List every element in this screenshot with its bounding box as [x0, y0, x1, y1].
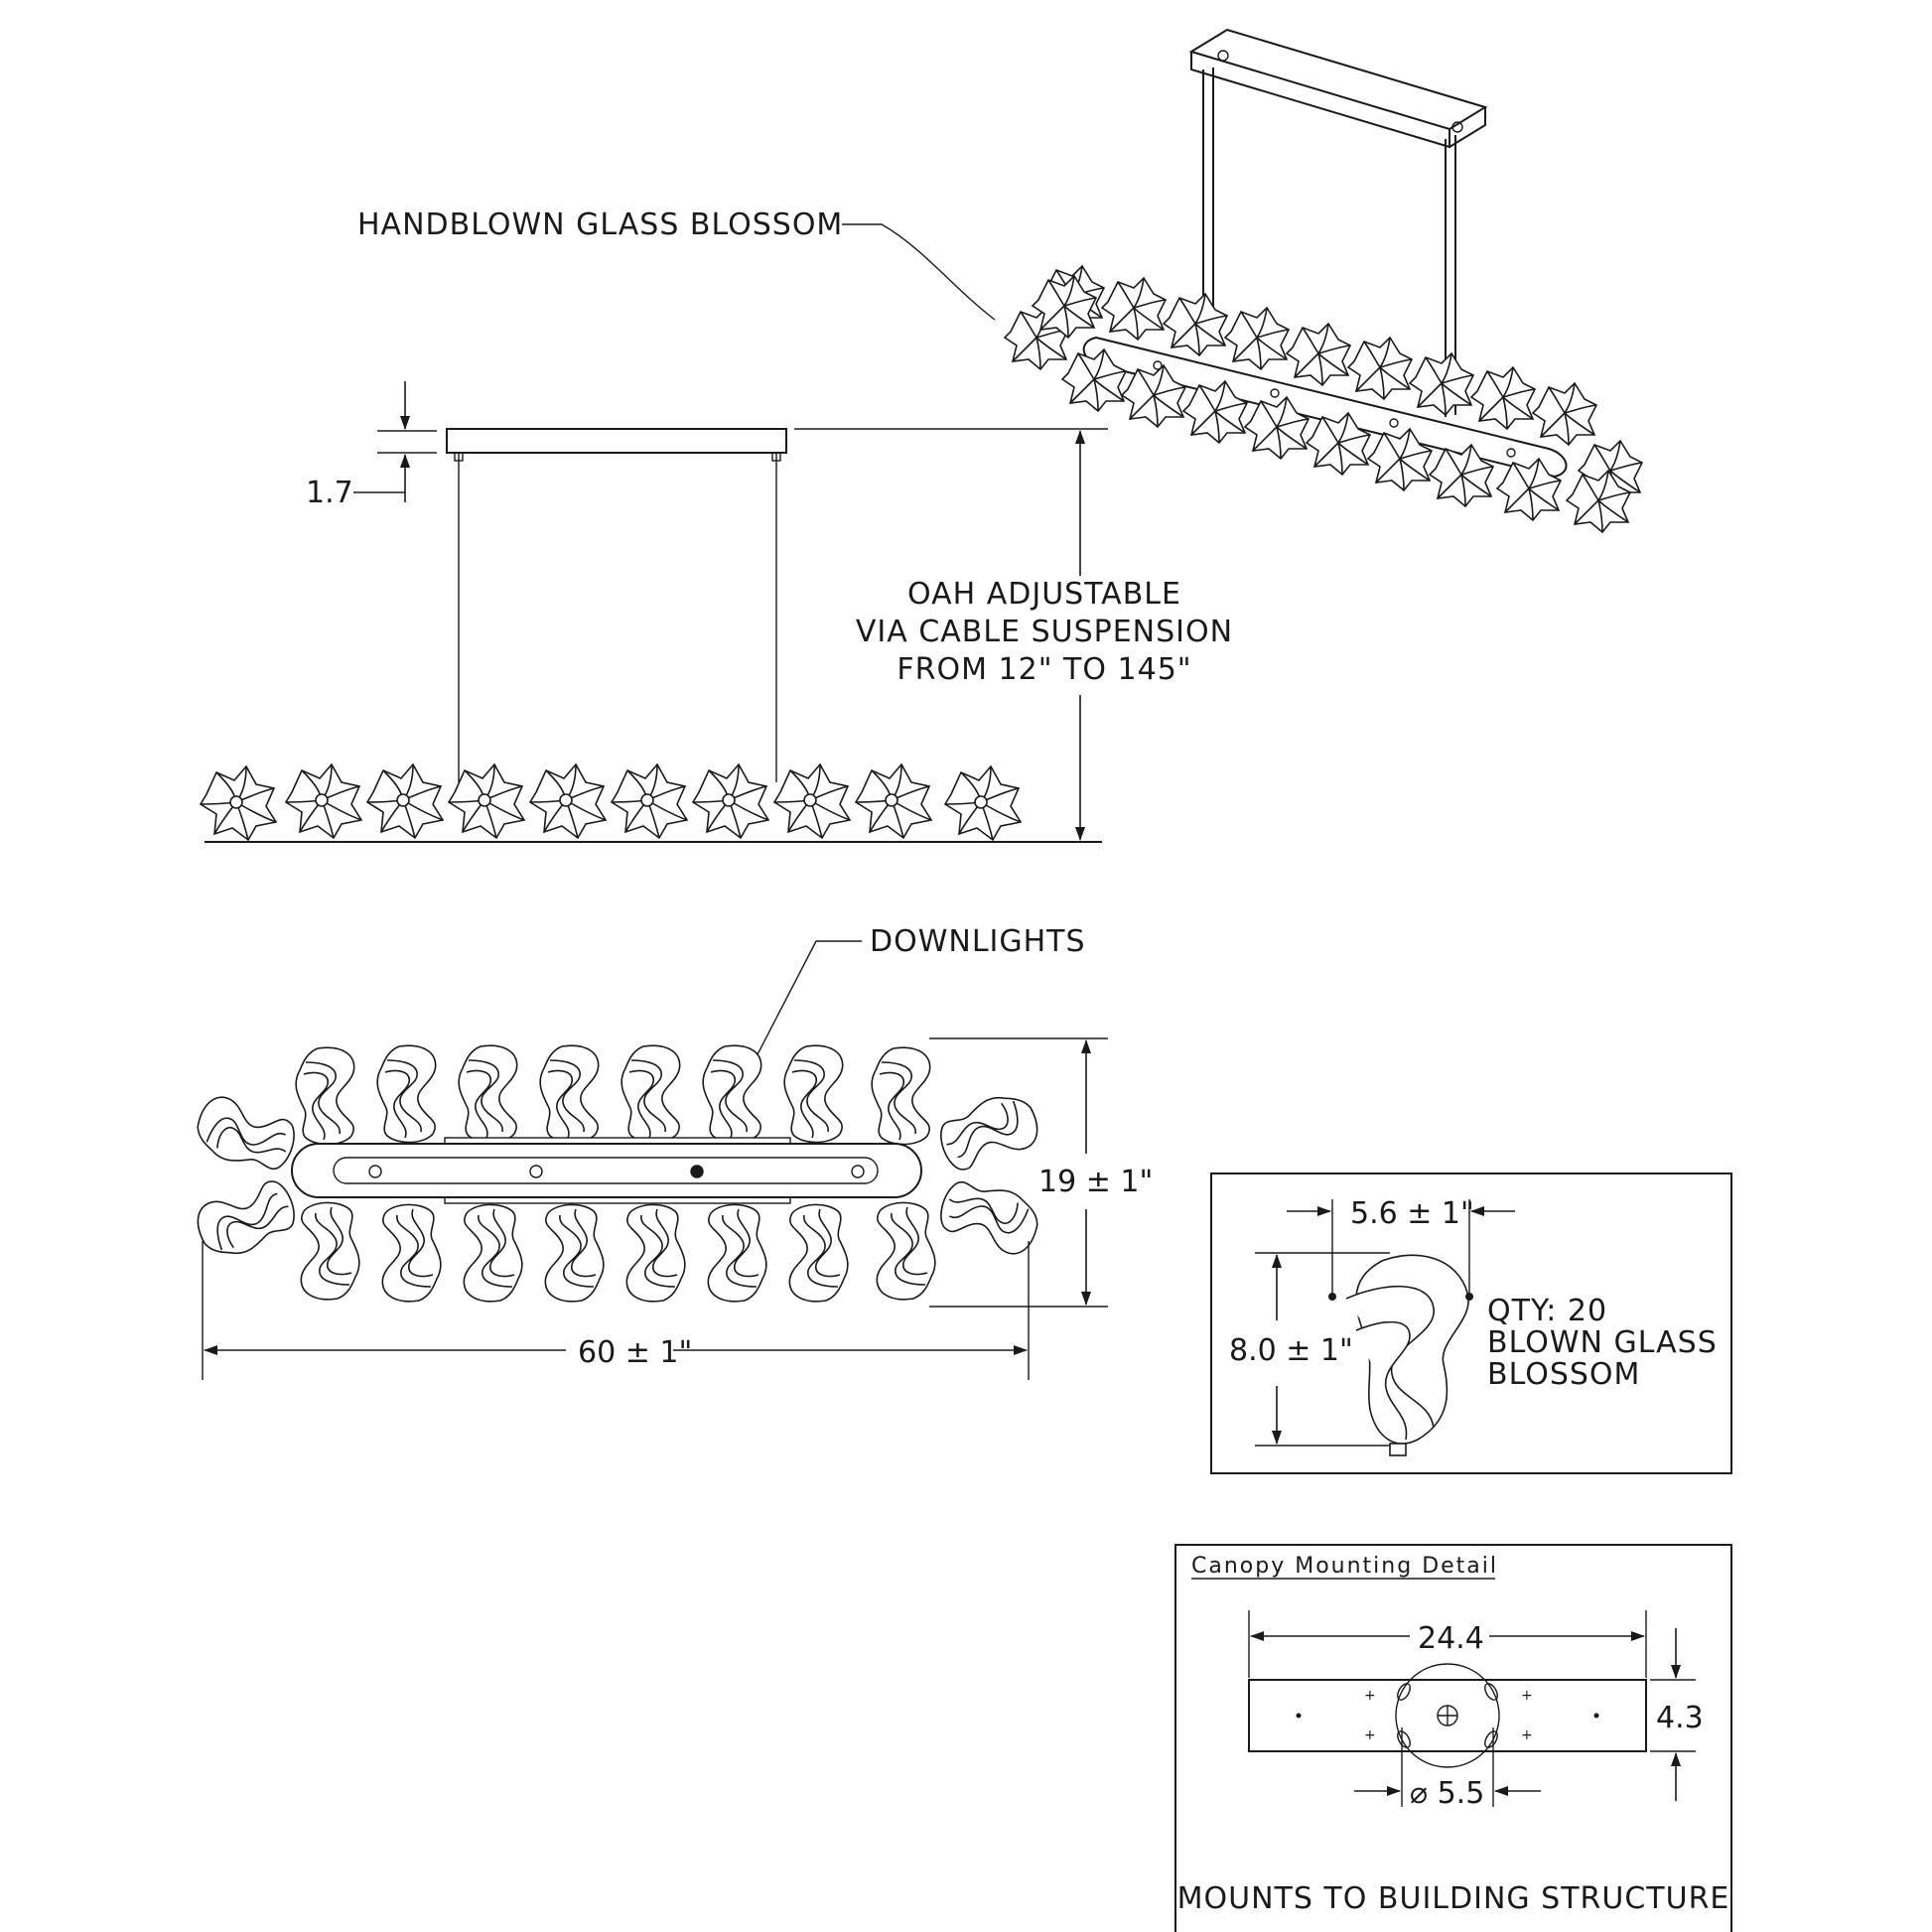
qty-line-3: BLOSSOM — [1487, 1357, 1640, 1392]
plus-mark: + — [1521, 1727, 1533, 1743]
qty-line-1: QTY: 20 — [1487, 1294, 1607, 1328]
blossom-callout-label: HANDBLOWN GLASS BLOSSOM — [357, 207, 843, 242]
oah-label-2: VIA CABLE SUSPENSION — [856, 615, 1233, 649]
downlights-callout-label: DOWNLIGHTS — [870, 924, 1086, 959]
oah-label-3: FROM 12" TO 145" — [897, 652, 1191, 687]
canopy-detail-panel: Canopy Mounting Detail 24.4 + + + + 4.3 — [1174, 1544, 1732, 1932]
plus-mark: + — [1364, 1727, 1376, 1743]
blossom-leader-line — [842, 223, 996, 321]
isometric-view — [1004, 28, 1643, 533]
blossom-height-dim: 8.0 ± 1" — [1229, 1333, 1353, 1368]
canopy-diameter-dim: ⌀ 5.5 — [1410, 1776, 1484, 1811]
depth-dim: 19 ± 1" — [1038, 1165, 1153, 1199]
canopy-length-dim: 24.4 — [1418, 1621, 1484, 1656]
elevation-view: 1.7 OAH ADJUSTABLE VIA CABLE SUSPENSION … — [200, 381, 1233, 843]
canopy-detail-title: Canopy Mounting Detail — [1191, 1554, 1498, 1579]
plus-mark: + — [1364, 1688, 1376, 1704]
canopy-height-dim: 1.7 — [306, 476, 353, 510]
plan-view: DOWNLIGHTS — [189, 924, 1153, 1380]
oah-label-1: OAH ADJUSTABLE — [907, 577, 1181, 612]
width-dim: 60 ± 1" — [578, 1335, 692, 1370]
qty-line-2: BLOWN GLASS — [1487, 1325, 1718, 1360]
canopy-height-detail-dim: 4.3 — [1656, 1701, 1704, 1735]
blossom-width-dim: 5.6 ± 1" — [1350, 1196, 1474, 1231]
blossom-detail-panel: 5.6 ± 1" 8.0 ± 1" QTY: 20 BLOWN GLASS BL… — [1210, 1173, 1732, 1474]
plus-mark: + — [1521, 1688, 1533, 1704]
canopy-footer-label: MOUNTS TO BUILDING STRUCTURE — [1177, 1881, 1730, 1916]
